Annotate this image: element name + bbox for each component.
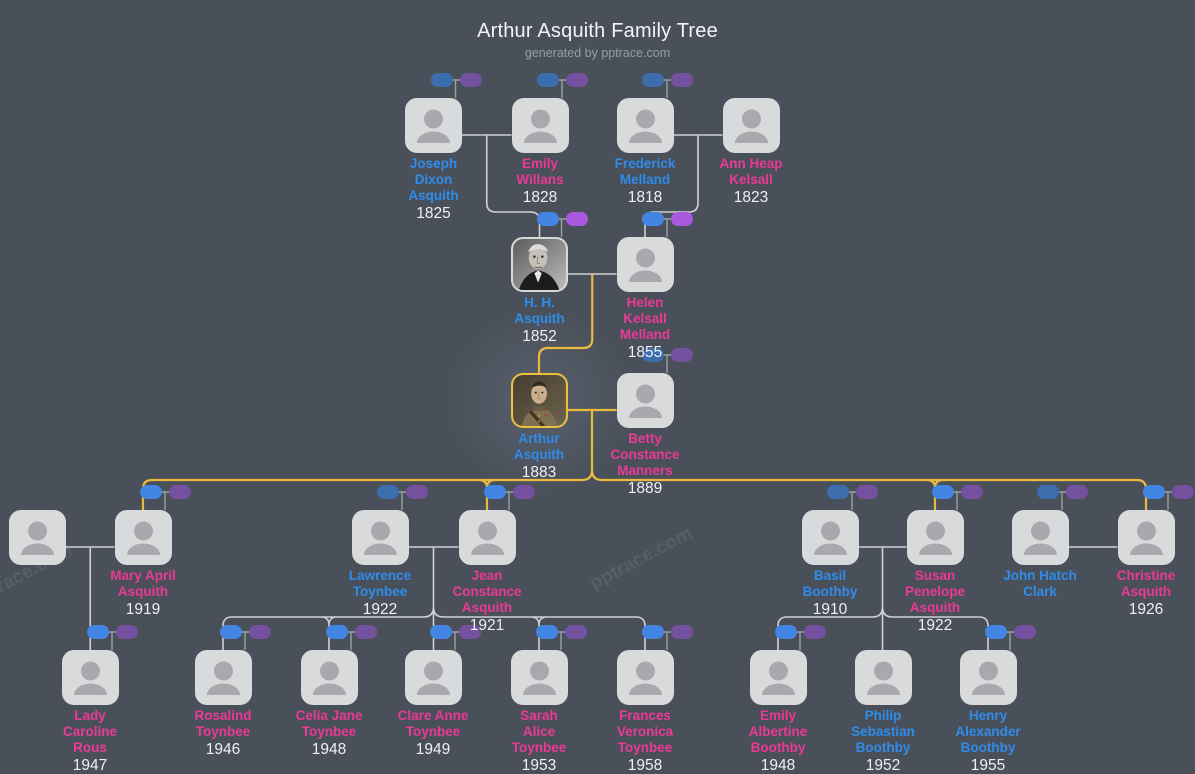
person-node[interactable]	[300, 650, 358, 705]
blue-toggle-pill[interactable]	[985, 625, 1007, 639]
person-node[interactable]	[749, 650, 807, 705]
person-silhouette-icon	[1023, 521, 1057, 555]
person-silhouette-icon	[312, 661, 346, 695]
purple-toggle-pill[interactable]	[671, 348, 693, 362]
person-silhouette-icon	[628, 384, 662, 418]
blue-toggle-pill[interactable]	[140, 485, 162, 499]
person-node[interactable]	[722, 98, 780, 153]
person-silhouette-icon	[918, 521, 952, 555]
page-title: Arthur Asquith Family Tree	[477, 20, 718, 42]
person-silhouette-icon	[21, 521, 54, 555]
person-silhouette-icon	[126, 521, 160, 555]
purple-toggle-pill[interactable]	[671, 73, 693, 87]
purple-toggle-pill[interactable]	[513, 485, 535, 499]
person-node[interactable]	[511, 98, 569, 153]
purple-toggle-pill[interactable]	[856, 485, 878, 499]
person-silhouette-icon	[363, 521, 397, 555]
person-silhouette-icon	[523, 109, 557, 143]
person-silhouette-icon	[522, 661, 556, 695]
person-node[interactable]	[510, 373, 568, 428]
purple-toggle-pill[interactable]	[565, 625, 587, 639]
person-node[interactable]	[1011, 510, 1069, 565]
person-node[interactable]	[1117, 510, 1175, 565]
purple-toggle-pill[interactable]	[406, 485, 428, 499]
person-node[interactable]	[9, 510, 66, 565]
person-silhouette-icon	[734, 109, 768, 143]
person-silhouette-icon	[416, 661, 450, 695]
blue-toggle-pill[interactable]	[642, 212, 664, 226]
person-node[interactable]	[510, 650, 568, 705]
blue-toggle-pill[interactable]	[536, 212, 559, 226]
person-node[interactable]	[854, 650, 912, 705]
blue-toggle-pill[interactable]	[377, 485, 399, 499]
person-silhouette-icon	[73, 661, 107, 695]
purple-toggle-pill[interactable]	[671, 625, 693, 639]
blue-toggle-pill[interactable]	[1037, 485, 1059, 499]
person-silhouette-icon	[206, 661, 240, 695]
person-silhouette-icon	[628, 109, 662, 143]
person-silhouette-icon	[813, 521, 847, 555]
blue-toggle-pill[interactable]	[326, 625, 348, 639]
blue-toggle-pill[interactable]	[642, 73, 664, 87]
blue-toggle-pill[interactable]	[537, 73, 559, 87]
person-node[interactable]	[404, 650, 462, 705]
purple-toggle-pill[interactable]	[1014, 625, 1036, 639]
purple-toggle-pill[interactable]	[671, 212, 693, 226]
purple-toggle-pill[interactable]	[565, 212, 588, 226]
person-node[interactable]	[114, 510, 172, 565]
blue-toggle-pill[interactable]	[430, 73, 453, 87]
purple-toggle-pill[interactable]	[1172, 485, 1194, 499]
blue-toggle-pill[interactable]	[87, 625, 109, 639]
person-node[interactable]	[616, 373, 674, 428]
purple-toggle-pill[interactable]	[1066, 485, 1088, 499]
page-subtitle: generated by pptrace.com	[524, 46, 671, 60]
purple-toggle-pill[interactable]	[459, 73, 482, 87]
page-header: Arthur Asquith Family Tree generated by …	[0, 0, 1195, 60]
portrait-photo	[513, 239, 566, 290]
blue-toggle-pill[interactable]	[642, 348, 664, 362]
blue-toggle-pill[interactable]	[775, 625, 797, 639]
person-node[interactable]	[959, 650, 1017, 705]
person-node[interactable]	[511, 237, 568, 292]
blue-toggle-pill[interactable]	[932, 485, 954, 499]
blue-toggle-pill[interactable]	[484, 485, 506, 499]
person-silhouette-icon	[470, 521, 504, 555]
purple-toggle-pill[interactable]	[116, 625, 138, 639]
blue-toggle-pill[interactable]	[430, 625, 452, 639]
purple-toggle-pill[interactable]	[249, 625, 271, 639]
blue-toggle-pill[interactable]	[642, 625, 664, 639]
person-silhouette-icon	[628, 248, 662, 282]
portrait-photo	[512, 375, 566, 426]
person-silhouette-icon	[1129, 521, 1163, 555]
person-node[interactable]	[61, 650, 119, 705]
person-silhouette-icon	[971, 661, 1005, 695]
purple-toggle-pill[interactable]	[355, 625, 377, 639]
person-silhouette-icon	[866, 661, 900, 695]
blue-toggle-pill[interactable]	[1143, 485, 1165, 499]
blue-toggle-pill[interactable]	[536, 625, 558, 639]
person-node[interactable]	[351, 510, 409, 565]
purple-toggle-pill[interactable]	[169, 485, 191, 499]
person-node[interactable]	[801, 510, 859, 565]
person-silhouette-icon	[761, 661, 795, 695]
person-node[interactable]	[194, 650, 252, 705]
person-node[interactable]	[616, 650, 674, 705]
blue-toggle-pill[interactable]	[827, 485, 849, 499]
person-node[interactable]	[458, 510, 516, 565]
purple-toggle-pill[interactable]	[566, 73, 588, 87]
purple-toggle-pill[interactable]	[961, 485, 983, 499]
purple-toggle-pill[interactable]	[459, 625, 481, 639]
person-silhouette-icon	[417, 109, 450, 143]
purple-toggle-pill[interactable]	[804, 625, 826, 639]
person-node[interactable]	[405, 98, 462, 153]
person-node[interactable]	[906, 510, 964, 565]
blue-toggle-pill[interactable]	[220, 625, 242, 639]
person-node[interactable]	[616, 98, 674, 153]
person-silhouette-icon	[628, 661, 662, 695]
person-node[interactable]	[616, 237, 674, 292]
